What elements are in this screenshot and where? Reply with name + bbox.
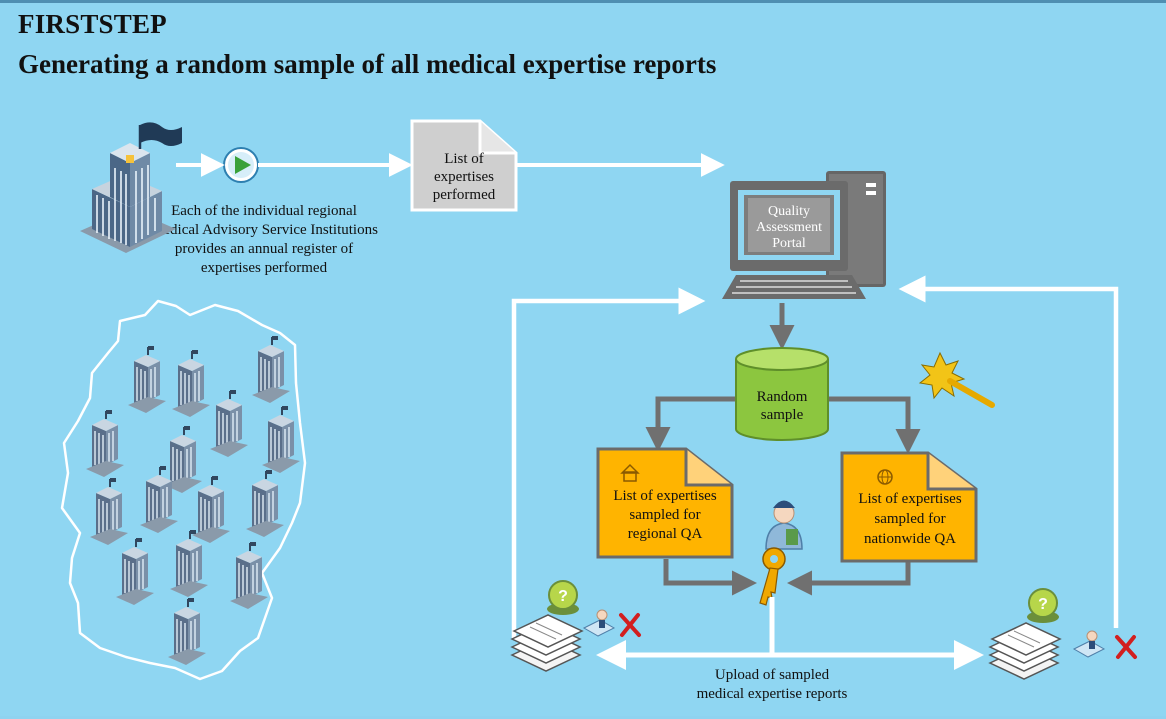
svg-text:?: ? xyxy=(1038,596,1048,613)
reviewer-icon xyxy=(1072,630,1106,658)
regional-doc-line-3: regional QA xyxy=(628,526,703,542)
diagram-canvas: List of expertises performed Quality Ass… xyxy=(60,119,1137,702)
reject-icon xyxy=(1115,635,1137,659)
portal-line-1: Quality xyxy=(768,204,810,219)
svg-text:?: ? xyxy=(558,588,568,605)
question-icon: ? xyxy=(1027,588,1059,623)
random-sample-line-2: sample xyxy=(761,407,804,423)
play-icon xyxy=(223,147,259,183)
page-title: FIRSTSTEP xyxy=(18,9,167,39)
computer-icon: Quality Assessment Portal xyxy=(722,171,886,299)
document-stack-icon xyxy=(988,622,1062,680)
key-icon xyxy=(759,547,786,606)
list-doc-line-1: List of xyxy=(444,151,484,167)
home-icon xyxy=(620,463,640,482)
upload-caption-line-1: Upload of sampled xyxy=(715,667,830,683)
database-icon: Random sample xyxy=(735,347,829,441)
question-icon: ? xyxy=(547,580,579,615)
nationwide-doc-line-2: sampled for xyxy=(874,511,945,527)
building-icon xyxy=(80,122,182,253)
germany-map-icon xyxy=(60,299,307,681)
reject-icon xyxy=(619,613,641,637)
upload-caption-line-2: medical expertise reports xyxy=(697,686,848,702)
person-icon xyxy=(765,500,803,550)
nationwide-doc-line-3: nationwide QA xyxy=(864,531,956,547)
portal-line-3: Portal xyxy=(772,236,806,251)
globe-icon xyxy=(877,469,893,485)
document-list-expertises: List of expertises performed xyxy=(410,119,518,212)
regional-doc-line-1: List of expertises xyxy=(613,488,716,504)
regional-doc-line-2: sampled for xyxy=(629,507,700,523)
register-caption: Each of the individual regional Medical … xyxy=(150,203,378,276)
reviewer-icon xyxy=(582,609,616,637)
portal-line-2: Assessment xyxy=(756,220,822,235)
list-doc-line-2: expertises xyxy=(434,169,494,185)
nationwide-doc-line-1: List of expertises xyxy=(858,491,961,507)
document-stack-icon xyxy=(510,614,584,672)
list-doc-line-3: performed xyxy=(433,187,496,203)
nationwide-qa-document: List of expertises sampled for nationwid… xyxy=(840,451,978,563)
regional-qa-document: List of expertises sampled for regional … xyxy=(596,447,734,559)
random-sample-line-1: Random xyxy=(757,389,808,405)
magic-wand-icon xyxy=(918,351,995,408)
page-subtitle: Generating a random sample of all medica… xyxy=(18,49,717,79)
